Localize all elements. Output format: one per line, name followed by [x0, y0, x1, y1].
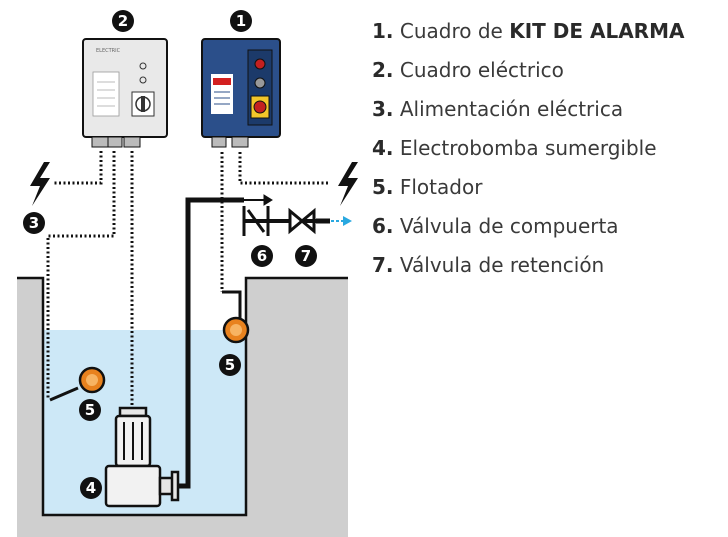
svg-text:5: 5: [85, 401, 95, 419]
ground-bottom: [17, 515, 348, 537]
lightning-icon-left: [30, 162, 50, 206]
ground-right: [246, 278, 348, 537]
svg-text:3: 3: [29, 214, 39, 232]
svg-text:7: 7: [301, 247, 311, 265]
ground-left: [17, 278, 43, 537]
check-valve: [242, 194, 273, 236]
badge-7: 7: [295, 245, 317, 267]
svg-text:2: 2: [118, 12, 128, 30]
power-cable-right: [238, 152, 330, 185]
badge-5-left: 5: [79, 399, 101, 421]
badge-2: 2: [112, 10, 134, 32]
discharge-pipe: [176, 197, 244, 489]
badge-3: 3: [23, 212, 45, 234]
svg-text:5: 5: [225, 356, 235, 374]
flow-arrow-icon: [331, 216, 352, 226]
legend-item-gate-valve: 6. Válvula de compuerta: [372, 214, 619, 238]
submersible-pump: [104, 406, 180, 508]
legend-item-float: 5. Flotador: [372, 175, 483, 199]
float-left: [49, 366, 106, 402]
svg-text:1: 1: [236, 12, 246, 30]
legend-item-power-supply: 3. Alimentación eléctrica: [372, 97, 624, 121]
gate-valve: [268, 207, 316, 235]
electric-box: ELECTRIC: [82, 38, 168, 148]
float-cable-left: [46, 151, 116, 400]
svg-text:ELECTRIC: ELECTRIC: [96, 48, 121, 54]
lightning-icon-right: [338, 162, 358, 206]
power-cable-left: [52, 151, 103, 185]
alarm-kit-box: [201, 38, 281, 148]
pit-wall: [17, 276, 348, 517]
badge-1: 1: [230, 10, 252, 32]
installation-diagram: ELECTRIC: [17, 10, 358, 537]
legend-item-alarm-kit: 1. Cuadro de KIT DE ALARMA: [372, 19, 685, 43]
svg-text:6: 6: [257, 247, 267, 265]
badge-6: 6: [251, 245, 273, 267]
legend-item-pump: 4. Electrobomba sumergible: [372, 136, 657, 160]
legend-item-check-valve: 7. Válvula de retención: [372, 253, 605, 277]
legend: 1. Cuadro de KIT DE ALARMA 2. Cuadro elé…: [372, 16, 684, 289]
badge-4: 4: [80, 477, 102, 499]
legend-item-electric-box: 2. Cuadro eléctrico: [372, 58, 564, 82]
svg-text:4: 4: [86, 479, 96, 497]
badge-5-right: 5: [219, 354, 241, 376]
float-right: [222, 290, 250, 344]
